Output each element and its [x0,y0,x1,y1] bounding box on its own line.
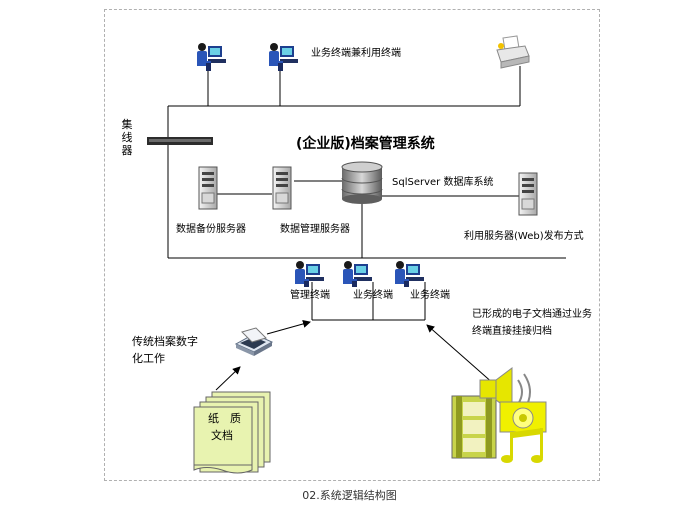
business-terminal-label: 业务终端 [410,290,450,301]
arrows [215,320,495,391]
digitization-note: 传统档案数字化工作 [132,335,198,365]
web-server-label: 利用服务器(Web)发布方式 [464,231,584,242]
hub-icon [147,137,213,145]
server-icon-web [518,172,538,216]
operator-terminal-icon [343,261,372,287]
top-terminals-label: 业务终端兼利用终端 [311,48,401,59]
electronic-archive-note: 已形成的电子文档通过业务终端直接挂接归档 [472,309,592,337]
arrow-scanner-to-terminals [266,320,311,335]
arrow-docs-to-scanner [215,366,241,391]
paper-docs-line2: 文档 [211,429,233,442]
multimedia-files-icon [451,367,547,463]
arrow-media-to-terminals [426,324,495,385]
operator-terminal-icon [269,43,298,71]
database-label: SqlServer 数据库系统 [392,177,494,188]
diagram-frame [104,9,600,481]
management-terminal-label: 管理终端 [290,290,330,301]
business-terminal-label: 业务终端 [353,290,393,301]
operator-terminal-icon [197,43,226,71]
data-mgmt-server-label: 数据管理服务器 [280,224,350,235]
operator-terminal-icon [295,261,324,287]
database-icon [341,161,383,204]
paper-docs-line1: 纸 质 [208,412,241,425]
hub-label: 集线器 [121,118,133,157]
operator-terminal-icon [395,261,424,287]
paper-documents-icon [193,391,271,474]
backup-server-label: 数据备份服务器 [176,224,246,235]
diagram-title: (企业版)档案管理系统 [296,136,435,152]
server-icon-data-mgmt [272,166,292,210]
figure-caption: 02.系统逻辑结构图 [302,489,397,502]
scanner-icon [234,327,274,356]
server-icon-backup [198,166,218,210]
printer-icon [496,35,530,69]
